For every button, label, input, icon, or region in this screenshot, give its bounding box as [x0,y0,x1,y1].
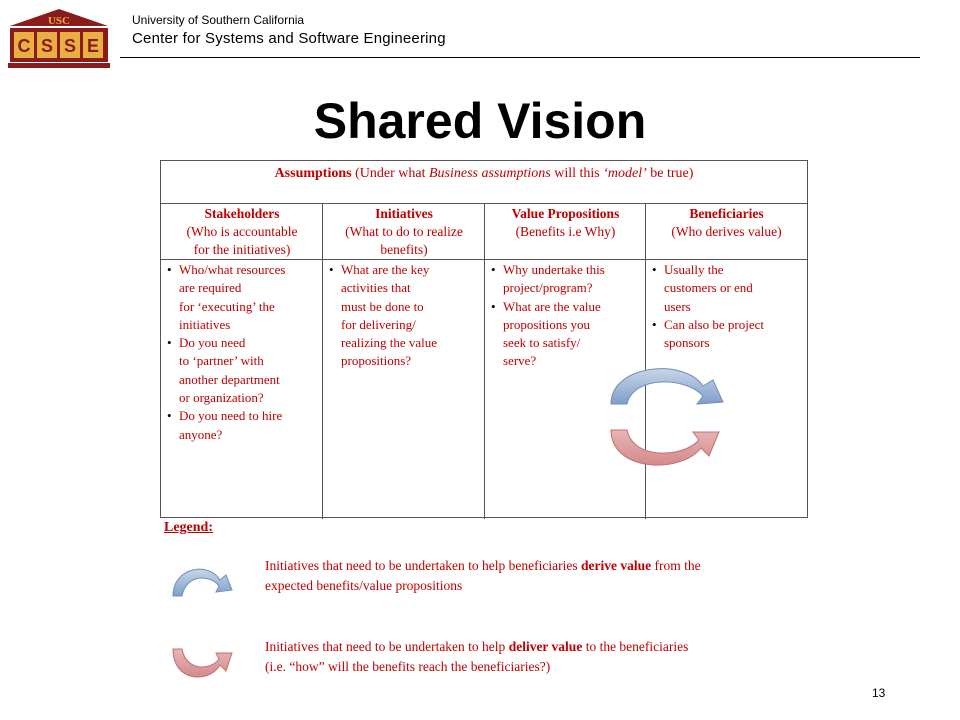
list-line: anyone? [179,426,223,442]
page-title: Shared Vision [313,93,647,149]
legend-text: from the [651,558,701,573]
sub-text: (Who is accountable [186,224,298,239]
heading-text: Stakeholders [204,206,280,221]
list-line: What are the value [503,298,601,314]
logo-usc-text: USC [48,15,70,27]
list-line: users [664,298,691,314]
sub-text: benefits) [380,242,428,257]
list-item: Do you need to ‘partner’ with another de… [167,334,323,407]
assumptions-row: Assumptions (Under what Business assumpt… [161,161,807,204]
list-item: Who/what resources are required for ‘exe… [167,261,323,334]
list-line: for ‘executing’ the [179,298,275,314]
list-line: or organization? [179,390,264,406]
list-line: propositions you [503,316,591,332]
list-line: propositions? [341,353,412,369]
list-item: Why undertake this project/program? [491,261,646,298]
sub-text: (Who derives value) [671,224,782,239]
legend-title: Legend: [164,520,213,535]
cell-value-propositions: Why undertake this project/program? What… [485,261,646,371]
list-line: to ‘partner’ with [179,353,264,369]
list-line: customers or end [664,280,753,296]
logo-letter-c: C [18,36,31,56]
list-line: project/program? [503,280,593,296]
blue-curved-arrow-icon [610,368,724,405]
list-line: serve? [503,353,537,369]
list-item: Do you need to hire anyone? [167,407,323,444]
list-line: seek to satisfy/ [503,335,581,351]
list-item: What are the key activities that must be… [329,261,485,371]
sub-text: for the initiatives) [193,242,291,257]
list-line: Who/what resources [179,262,286,277]
list-item: What are the value propositions you seek… [491,298,646,371]
cell-beneficiaries: Usually the customers or end users Can a… [646,261,807,352]
header-stakeholders: Stakeholders (Who is accountable for the… [161,203,323,260]
list-line: Can also be project [664,316,764,332]
list-line: initiatives [179,316,231,332]
cell-stakeholders: Who/what resources are required for ‘exe… [161,261,323,444]
list-line: another department [179,371,280,387]
sub-text: (What to do to realize [345,224,463,239]
list-item: Can also be project sponsors [652,316,807,353]
blue-curved-arrow-icon [172,568,233,597]
logo-letter-s2: S [64,36,76,56]
list-line: Why undertake this [503,262,605,277]
assumptions-text-2: will this [550,166,604,181]
sub-text: (Benefits i.e Why) [515,224,616,239]
header-value-propositions: Value Propositions (Benefits i.e Why) [485,203,646,260]
legend-text: expected benefits/value propositions [265,578,463,593]
page-number: 13 [872,686,886,700]
list-line: What are the key [341,262,430,277]
legend-text: (i.e. “how” will the benefits reach the … [265,659,551,674]
assumptions-italic-1: Business assumptions [428,166,551,181]
list-line: are required [179,280,242,296]
list-line: Usually the [664,262,724,277]
list-line: must be done to [341,298,424,314]
list-line: for delivering/ [341,316,416,332]
legend-text: Initiatives that need to be undertaken t… [265,639,509,654]
legend-item-deliver-value: Initiatives that need to be undertaken t… [265,637,825,677]
assumptions-text-1: (Under what [351,166,429,181]
red-curved-arrow-icon [172,648,233,678]
usc-csse-logo: USC C S S E [8,9,110,68]
legend-text: to the beneficiaries [582,639,689,654]
list-line: Do you need [179,335,246,351]
legend-text: Initiatives that need to be undertaken t… [265,558,582,573]
header-beneficiaries: Beneficiaries (Who derives value) [646,203,807,260]
list-line: Do you need to hire [179,408,283,424]
cell-initiatives: What are the key activities that must be… [323,261,485,371]
heading-text: Initiatives [375,206,433,221]
assumptions-text-3: be true) [646,166,694,181]
cycle-arrows [610,368,724,466]
heading-text: Beneficiaries [689,206,764,221]
heading-text: Value Propositions [511,206,620,221]
list-line: sponsors [664,335,710,351]
header-initiatives: Initiatives (What to do to realize benef… [323,203,485,260]
legend-item-derive-value: Initiatives that need to be undertaken t… [265,556,825,596]
shared-vision-table: Assumptions (Under what Business assumpt… [160,160,808,519]
university-name: University of Southern California [132,13,305,27]
assumptions-italic-2: ‘model’ [603,166,647,181]
legend-bold: deliver value [508,639,583,654]
red-curved-arrow-icon [610,429,720,466]
assumptions-label: Assumptions [274,166,352,181]
logo-letter-s1: S [41,36,53,56]
header-divider [120,57,920,58]
legend-bold: derive value [581,558,652,573]
logo-letter-e: E [87,36,99,56]
list-item: Usually the customers or end users [652,261,807,316]
center-name: Center for Systems and Software Engineer… [132,30,446,47]
list-line: realizing the value [341,335,438,351]
list-line: activities that [341,280,411,296]
